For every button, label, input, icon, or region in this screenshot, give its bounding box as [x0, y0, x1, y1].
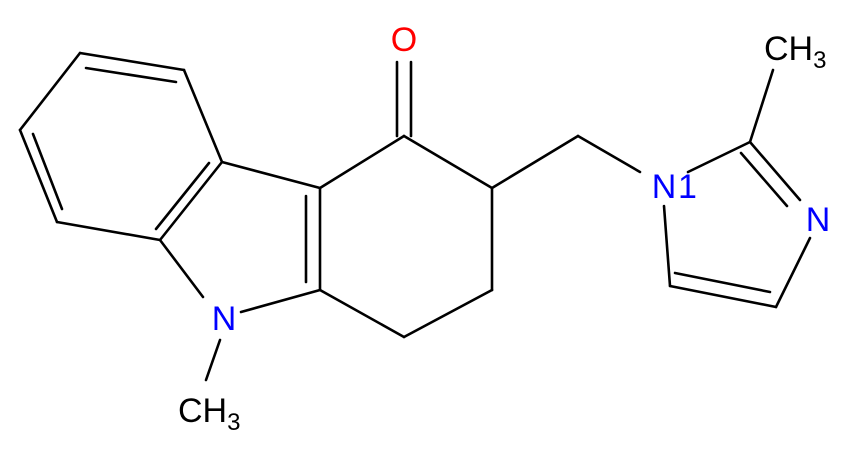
bond	[18, 128, 59, 224]
nitrogen-label-indole: N	[212, 300, 237, 338]
bond	[318, 134, 406, 190]
bond	[402, 288, 494, 339]
bond	[576, 134, 642, 174]
bond	[204, 338, 222, 382]
bond	[774, 236, 812, 309]
bond	[686, 140, 752, 174]
bond	[668, 284, 778, 309]
methyl-label-imidazole: CH3	[764, 30, 826, 74]
bond	[748, 140, 802, 202]
bond	[18, 51, 82, 132]
bonds	[18, 51, 812, 382]
bond	[220, 160, 322, 190]
bond	[662, 204, 672, 288]
bond	[55, 220, 162, 242]
bond	[490, 134, 580, 190]
bond	[318, 288, 406, 339]
bond	[31, 132, 64, 211]
bond	[154, 161, 211, 231]
nitrogen-label-imidazole-3: N	[806, 201, 831, 239]
nitrogen-locant-label: 1	[678, 168, 697, 206]
bond	[239, 288, 322, 314]
bond	[748, 68, 775, 144]
bond	[739, 151, 789, 208]
bond	[182, 68, 224, 164]
bond	[158, 238, 205, 299]
bond	[673, 271, 772, 294]
bond	[402, 134, 494, 190]
bond	[158, 160, 224, 242]
oxygen-label: O	[391, 21, 417, 59]
methyl-label-n: CH3	[178, 392, 240, 436]
atom-labels: O N CH3 N 1 N CH3	[178, 21, 830, 436]
bond	[84, 66, 178, 84]
nitrogen-label-imidazole-1: N	[652, 168, 677, 206]
bond	[78, 51, 186, 72]
